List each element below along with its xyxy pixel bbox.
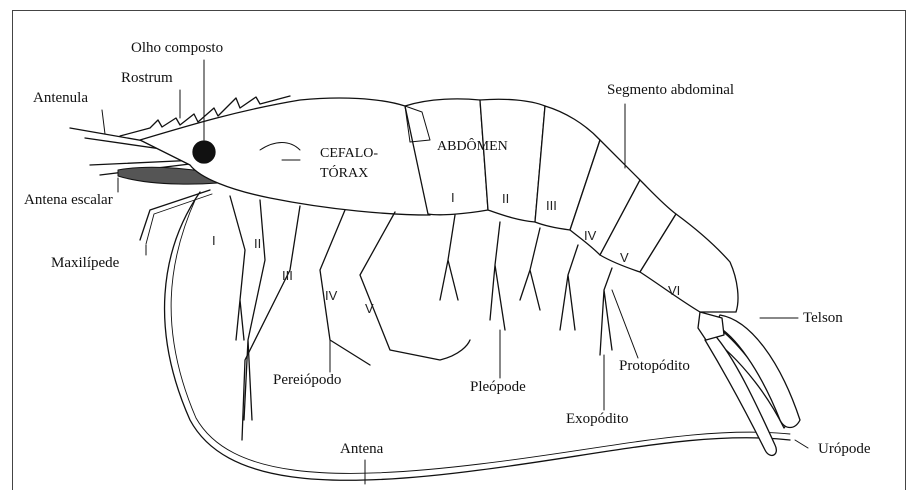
label-rostrum: Rostrum xyxy=(121,71,173,86)
leader-uropode xyxy=(795,440,808,448)
label-segmento-abdominal: Segmento abdominal xyxy=(607,83,734,98)
leader-protopodito xyxy=(612,290,638,358)
region-cefalotorax: CEFALO- TÓRAX xyxy=(320,146,378,182)
region-cefalotorax-line1: CEFALO- xyxy=(320,146,378,162)
label-antenula: Antenula xyxy=(33,91,88,106)
abdominal-numeral-5: V xyxy=(620,250,629,265)
label-pereiopodo: Pereiópodo xyxy=(273,373,341,388)
abdominal-segment-2 xyxy=(480,99,545,222)
pleopod-3 xyxy=(520,228,540,310)
pereiopod-numeral-2: II xyxy=(254,236,261,251)
abdominal-numeral-3: III xyxy=(546,198,557,213)
leader-antenula xyxy=(102,110,105,134)
region-abdomen: ABDÔMEN xyxy=(437,139,508,155)
abdominal-numeral-4: IV xyxy=(584,228,596,243)
label-antena: Antena xyxy=(340,442,383,457)
abdominal-numeral-6: VI xyxy=(668,283,680,298)
pereiopod-numeral-3: III xyxy=(282,268,293,283)
pleopod-1 xyxy=(440,215,458,300)
label-maxilipede: Maxilípede xyxy=(51,256,119,271)
pereiopod-1 xyxy=(230,196,245,340)
label-exopodito: Exopódito xyxy=(566,412,629,427)
abdominal-numeral-2: II xyxy=(502,191,509,206)
pereiopod-5 xyxy=(360,212,470,360)
pleopod-4 xyxy=(560,245,578,330)
region-cefalotorax-line2: TÓRAX xyxy=(320,166,378,182)
pereiopod-numeral-4: IV xyxy=(325,288,337,303)
label-pleopode: Pleópode xyxy=(470,380,526,395)
compound-eye xyxy=(193,141,215,163)
pereiopod-numeral-1: I xyxy=(212,233,216,248)
pereiopod-2 xyxy=(244,200,265,420)
abdominal-numeral-1: I xyxy=(451,190,455,205)
maxilliped-limb xyxy=(140,190,210,240)
maxilliped-limb-2 xyxy=(146,194,212,244)
label-telson: Telson xyxy=(803,311,843,326)
label-protopodito: Protopódito xyxy=(619,359,690,374)
carapace xyxy=(140,98,430,215)
label-olho-composto: Olho composto xyxy=(131,41,223,56)
pleopod-5 xyxy=(600,268,612,355)
pereiopod-numeral-5: V xyxy=(365,301,374,316)
label-uropode: Urópode xyxy=(818,442,871,457)
label-antena-escalar: Antena escalar xyxy=(24,193,113,208)
pleopod-2 xyxy=(490,222,505,330)
